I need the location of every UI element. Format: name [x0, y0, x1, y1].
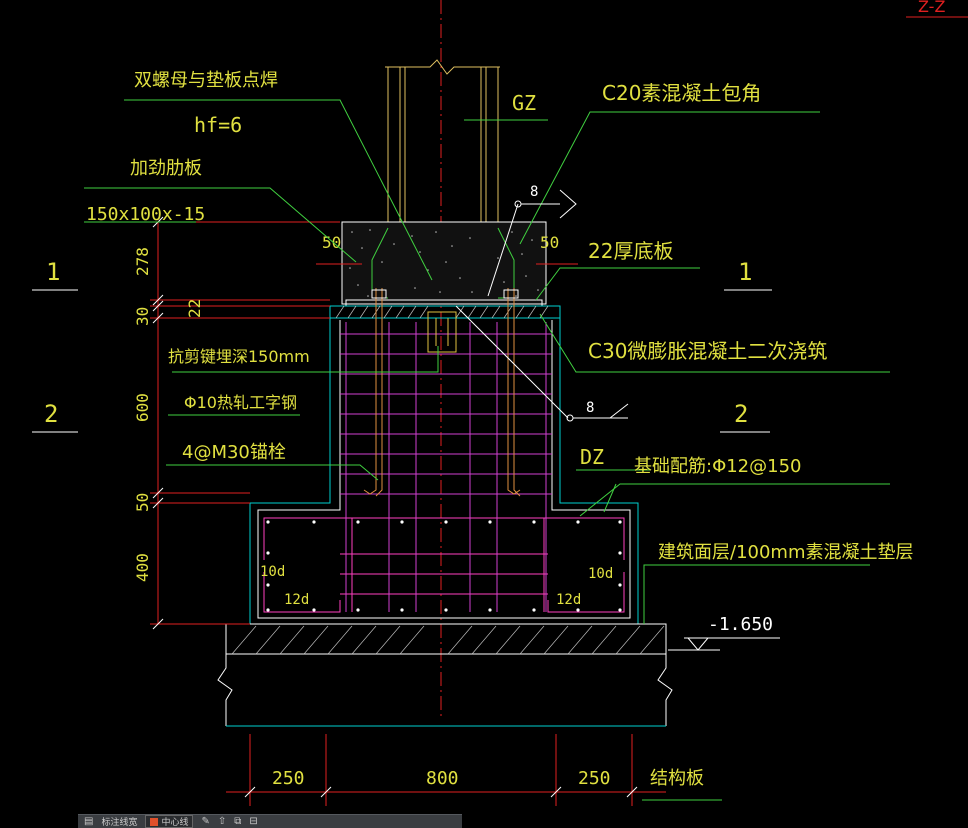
- dim-278: 278: [133, 247, 152, 276]
- footing-rebar: [263, 517, 625, 613]
- dim-50: 50: [133, 493, 152, 512]
- label-base-plate: 22厚底板: [588, 239, 673, 263]
- label-10d-right: 10d: [588, 566, 613, 582]
- corner-mark-label: Z-Z: [918, 0, 945, 16]
- label-rebar: 基础配筋:Φ12@150: [634, 456, 802, 477]
- label-stiffener-size: 150x100x-15: [86, 204, 205, 225]
- steel-column-gz: [385, 59, 500, 300]
- dim-50-left: 50: [322, 233, 341, 252]
- dim-400: 400: [133, 553, 152, 582]
- weld-symbol-top: [487, 189, 577, 297]
- layer-icon[interactable]: ⊟: [249, 815, 258, 827]
- dim-22: 22: [185, 299, 204, 318]
- layer-selector[interactable]: 中心线: [145, 815, 194, 828]
- c30-grout-layer: [329, 305, 561, 319]
- linewidth-icon[interactable]: ▤: [84, 815, 94, 827]
- bolt-nuts: [371, 289, 519, 299]
- copy-icon[interactable]: ⧉: [234, 815, 242, 827]
- layer-color-swatch: [150, 817, 159, 826]
- weld-symbol-mid: [455, 305, 629, 422]
- grout-hatch: [335, 305, 549, 319]
- label-12d-right: 12d: [556, 592, 581, 608]
- dim-chain-vertical: [150, 221, 340, 625]
- dim-250-left: 250: [272, 768, 305, 789]
- dim-50-right: 50: [540, 233, 559, 252]
- break-lines: [217, 654, 673, 726]
- label-floor: 建筑面层/100mm素混凝土垫层: [658, 542, 914, 563]
- dim-30: 30: [133, 307, 152, 326]
- label-anchor-bolts: 4@M30锚栓: [182, 442, 286, 463]
- label-hf: hf=6: [194, 113, 242, 137]
- elevation-label: -1.650: [708, 614, 773, 635]
- dim-600: 600: [133, 393, 152, 422]
- label-dz: DZ: [580, 445, 604, 469]
- linewidth-label[interactable]: 标注线宽: [101, 818, 138, 828]
- dim-250-right: 250: [578, 768, 611, 789]
- pier-rebar-grid: [340, 322, 552, 612]
- label-c20: C20素混凝土包角: [602, 81, 761, 105]
- layer-name: 中心线: [161, 818, 189, 828]
- leader-lines: [84, 99, 890, 801]
- weld-size-mid: 8: [586, 400, 594, 416]
- status-bar: ▤ 标注线宽 中心线 ✎ ⇧ ⧉ ⊟: [78, 814, 462, 828]
- section-mark-left-1: 1: [46, 258, 60, 286]
- floor-slab-band: [225, 623, 667, 655]
- section-mark-lines: [32, 289, 772, 433]
- dim-ticks-horizontal: [244, 786, 638, 798]
- c20-concrete-block: [341, 221, 547, 305]
- floor-hatch: [231, 625, 665, 655]
- concrete-speckle: [349, 229, 539, 297]
- label-12d-left: 12d: [284, 592, 309, 608]
- section-mark-left-2: 2: [44, 400, 58, 428]
- dim-chain-horizontal: [226, 734, 666, 806]
- shear-key: [427, 311, 457, 353]
- label-structural-slab: 结构板: [650, 768, 704, 789]
- dim-ticks-vertical: [152, 216, 164, 630]
- label-weld-nut: 双螺母与垫板点焊: [134, 70, 278, 91]
- section-mark-right-1: 1: [738, 258, 752, 286]
- rebar-dots: [266, 520, 622, 612]
- section-mark-right-2: 2: [734, 400, 748, 428]
- label-stiffener: 加劲肋板: [130, 158, 202, 179]
- label-10d-left: 10d: [260, 564, 285, 580]
- upload-icon[interactable]: ⇧: [217, 815, 227, 827]
- weld-size-top: 8: [530, 184, 538, 200]
- label-c30: C30微膨胀混凝土二次浇筑: [588, 339, 827, 363]
- edit-icon[interactable]: ✎: [201, 815, 210, 827]
- label-gz: GZ: [512, 91, 536, 115]
- elevation-mark: [668, 637, 780, 651]
- label-shear-key: 抗剪键埋深150mm: [168, 347, 310, 366]
- anchor-bolts: [363, 288, 521, 497]
- dim-800: 800: [426, 768, 459, 789]
- label-i-beam: Φ10热轧工字钢: [184, 393, 297, 412]
- rebar-cover-outline: [257, 320, 631, 619]
